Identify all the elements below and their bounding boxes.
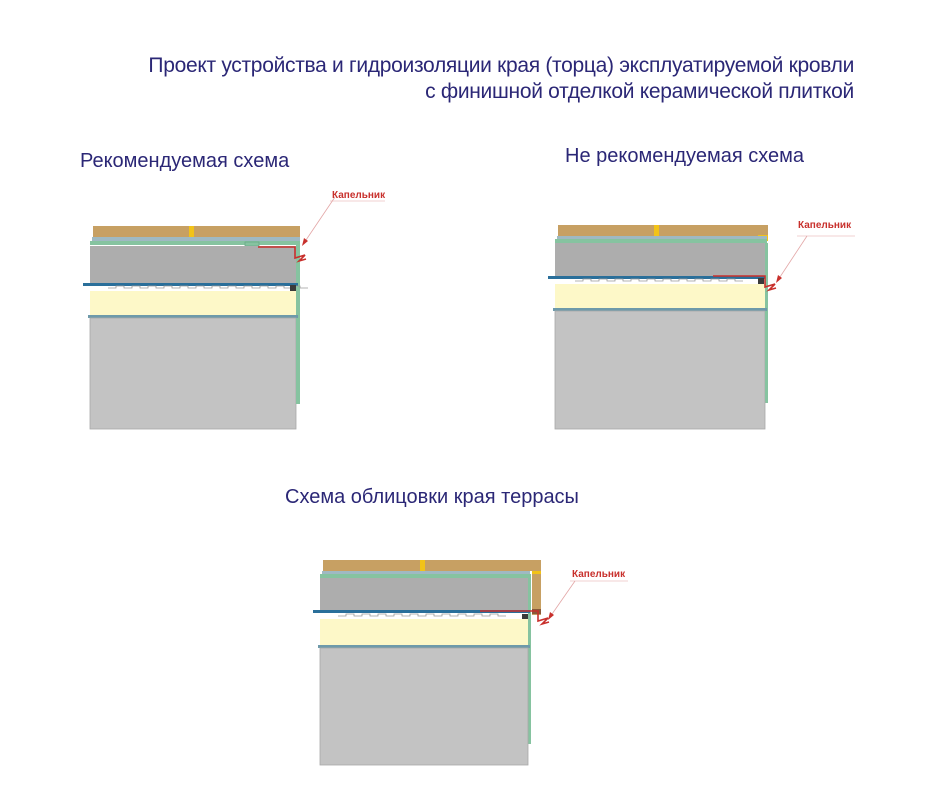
edge-cladding-tile (532, 571, 541, 615)
page-title-line-2: с финишной отделкой керамической плиткой (425, 80, 854, 103)
caption-not-recommended: Не рекомендуемая схема (565, 145, 804, 167)
caption-recommended: Рекомендуемая схема (80, 150, 290, 172)
waterproofing-layer (83, 283, 298, 286)
tile-joint (654, 225, 659, 236)
caption-terrace-cladding: Схема облицовки края террасы (285, 486, 579, 508)
slab-layer (319, 647, 529, 766)
screed-layer (555, 243, 765, 277)
screed-layer (320, 578, 528, 610)
tile-layer (558, 225, 768, 236)
tile-joint (189, 226, 194, 237)
waterproofing-layer (548, 276, 765, 279)
insulation-layer (320, 619, 528, 645)
slab-layer (89, 317, 297, 430)
membrane-layer (320, 574, 530, 578)
edge-membrane (528, 574, 531, 744)
tile-layer (323, 560, 541, 571)
membrane-layer (90, 241, 296, 245)
screed-layer (90, 246, 296, 284)
page-title-line-1: Проект устройства и гидроизоляции края (… (148, 54, 854, 77)
drip-label: Капельник (798, 220, 852, 231)
waterproofing-layer (313, 610, 530, 613)
leader-arrow-icon (776, 275, 782, 283)
drip-label: Капельник (332, 190, 386, 201)
leader-arrow-icon (302, 238, 308, 246)
drip-edge (480, 610, 550, 626)
tile-layer (93, 226, 300, 237)
insulation-layer (555, 284, 765, 308)
diagram-not-recommended: Капельник (548, 220, 855, 430)
diagram-terrace-cladding: Капельник (313, 560, 628, 766)
drip-edge (713, 275, 777, 292)
leader-arrow-icon (548, 612, 554, 620)
diagram-recommended: Капельник (83, 190, 386, 430)
drip-label: Капельник (572, 569, 626, 580)
membrane-layer (555, 239, 767, 243)
drip-edge (258, 246, 307, 263)
tile-joint (420, 560, 425, 571)
insulation-layer (90, 291, 296, 315)
slab-layer (554, 310, 766, 430)
